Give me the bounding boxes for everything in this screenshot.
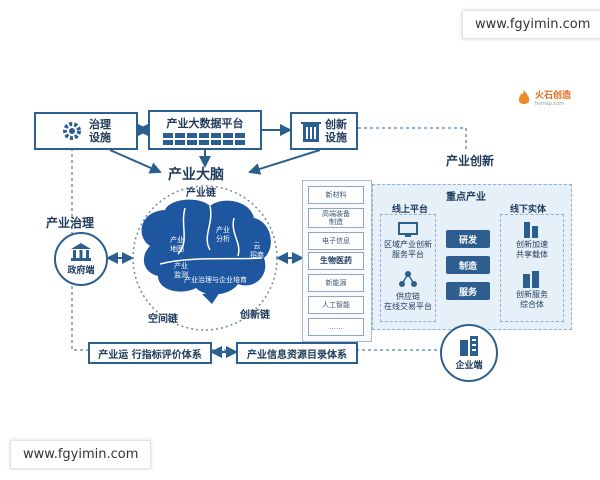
industry-item: 电子信息 xyxy=(308,232,364,250)
government-node: 政府端 xyxy=(54,232,108,286)
network-icon xyxy=(399,271,417,287)
brain-lobe-monitor: 产业 监测 xyxy=(174,262,188,279)
industry-item: 新能源 xyxy=(308,274,364,292)
watermark-top: www.fgyimin.com xyxy=(462,10,600,39)
enterprise-label: 企业端 xyxy=(455,360,483,371)
brain-lobe-governance: 产业治理与企业培育 xyxy=(184,276,247,284)
industry-item: 人工智能 xyxy=(308,296,364,314)
complex-building-icon xyxy=(523,271,539,288)
regional-platform-label: 区域产业创新 服务平台 xyxy=(384,240,432,259)
brain-lobe-analysis: 产业 分析 xyxy=(216,226,230,243)
industry-item-highlighted: 生物医药 xyxy=(308,252,364,270)
innovation-facility-label: 创新 设施 xyxy=(325,118,347,144)
stage-service: 服务 xyxy=(446,282,490,300)
innovation-chain-label: 创新链 xyxy=(240,310,270,321)
space-chain-label: 空间链 xyxy=(148,314,178,325)
database-blocks-icon xyxy=(163,133,245,145)
catalog-system-label: 产业信息资源目录体系 xyxy=(247,349,347,361)
monitor-icon xyxy=(398,222,418,237)
governance-title: 产业治理 xyxy=(46,216,95,230)
service-complex-label: 创新服务 综合体 xyxy=(516,290,548,309)
brain-lobe-map: 产业 地图 xyxy=(170,236,184,253)
industry-item: 高端装备 制造 xyxy=(308,208,364,228)
catalog-system-box: 产业信息资源目录体系 xyxy=(236,342,358,364)
innovation-title: 产业创新 xyxy=(446,154,495,168)
industry-item: 新材料 xyxy=(308,186,364,204)
gear-icon xyxy=(63,122,81,140)
eval-system-label: 产业运 行指标评价体系 xyxy=(98,349,202,361)
accelerator-label: 创新加速 共享载体 xyxy=(516,240,548,259)
government-label: 政府端 xyxy=(67,265,95,276)
big-data-platform-label: 产业大数据平台 xyxy=(166,117,244,130)
logo-sub: hsmap.com xyxy=(535,101,565,107)
offline-column xyxy=(500,214,564,322)
brain-lobe-attract: 云 招商 xyxy=(250,242,264,259)
flame-icon xyxy=(518,89,530,104)
big-data-platform-box: 产业大数据平台 xyxy=(148,110,262,150)
brand-logo: 火石创造 hsmap.com xyxy=(516,88,571,107)
innovation-facility-box: 创新 设施 xyxy=(290,112,358,150)
stage-manufacturing: 制造 xyxy=(446,256,490,274)
watermark-bottom: www.fgyimin.com xyxy=(10,440,152,469)
building-icon xyxy=(301,122,321,142)
offline-entity-title: 线下实体 xyxy=(510,205,547,215)
bank-icon xyxy=(71,242,91,261)
enterprise-node: 企业端 xyxy=(440,324,498,382)
brain-title: 产业大脑 xyxy=(168,167,224,183)
eval-system-box: 产业运 行指标评价体系 xyxy=(88,342,212,364)
industry-item: …… xyxy=(308,318,364,336)
logo-text: 火石创造 xyxy=(535,91,572,101)
brain-graphic xyxy=(141,199,271,304)
enterprise-building-icon xyxy=(460,335,478,356)
office-building-icon xyxy=(524,222,538,238)
industry-chain-label: 产业链 xyxy=(186,188,216,199)
online-column xyxy=(380,214,436,322)
supply-chain-label: 供应链 在线交易平台 xyxy=(384,292,432,311)
key-industry-title: 重点产业 xyxy=(446,192,486,203)
stage-rd: 研发 xyxy=(446,230,490,248)
online-platform-title: 线上平台 xyxy=(392,205,429,215)
governance-facility-label: 治理 设施 xyxy=(89,118,111,144)
governance-facility-box: 治理 设施 xyxy=(34,112,138,150)
